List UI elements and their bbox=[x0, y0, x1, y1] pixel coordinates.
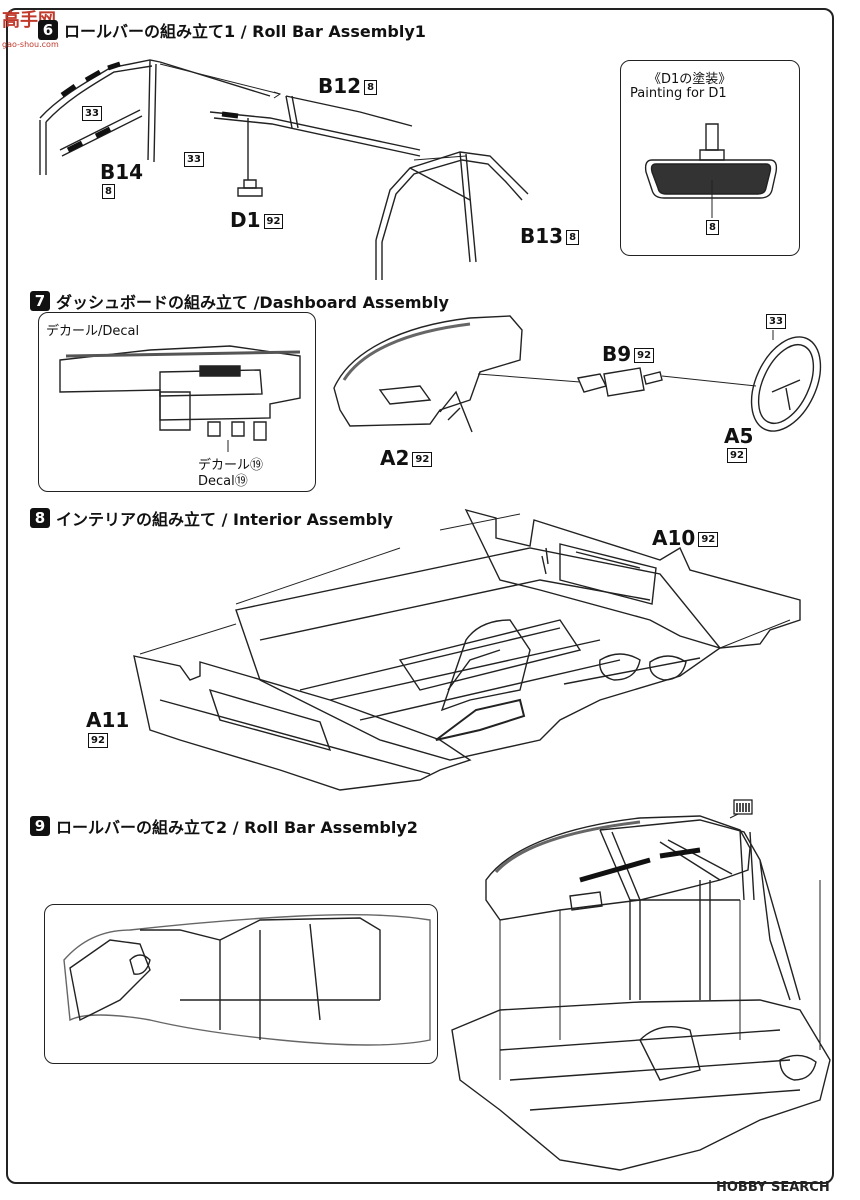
part-b12-code: 8 bbox=[364, 80, 378, 95]
part-a11-name: A11 bbox=[86, 708, 130, 732]
page-frame bbox=[6, 8, 834, 1184]
step6-title: ロールバーの組み立て1 / Roll Bar Assembly1 bbox=[64, 22, 426, 41]
part-a11-label: A11 bbox=[86, 708, 129, 732]
part-a10-code: 92 bbox=[698, 532, 719, 547]
painting-note-en: Painting for D1 bbox=[630, 86, 727, 101]
step8-title: インテリアの組み立て / Interior Assembly bbox=[56, 510, 393, 529]
step8-header: 8 インテリアの組み立て / Interior Assembly bbox=[30, 506, 393, 530]
step9-overview-inset bbox=[44, 904, 438, 1064]
part-b13-code: 8 bbox=[566, 230, 580, 245]
painting-note-jp: 《D1の塗装》 bbox=[648, 72, 732, 87]
part-a5-name: A5 bbox=[724, 424, 754, 448]
decal-note-jp: デカール⑲ bbox=[198, 458, 264, 473]
part-b12-name: B12 bbox=[318, 74, 362, 98]
painting-inset bbox=[620, 60, 800, 256]
footer-logo-text: HOBBY SEARCH bbox=[716, 1180, 830, 1195]
part-a10-name: A10 bbox=[652, 526, 696, 550]
part-a5-label: A5 bbox=[724, 424, 753, 448]
step6-number: 6 bbox=[38, 20, 58, 40]
color-code-33-a: 33 bbox=[82, 106, 102, 121]
part-b14-code: 8 bbox=[102, 184, 115, 199]
step6-header: 6 ロールバーの組み立て1 / Roll Bar Assembly1 bbox=[38, 18, 426, 42]
part-a2-code: 92 bbox=[412, 452, 433, 467]
step7-number: 7 bbox=[30, 291, 50, 311]
footer-logo: HOBBY SEARCH bbox=[716, 1180, 830, 1195]
part-b9-code: 92 bbox=[634, 348, 655, 363]
part-d1-code: 92 bbox=[263, 214, 284, 229]
step7-header: 7 ダッシュボードの組み立て /Dashboard Assembly bbox=[30, 289, 449, 313]
part-b14-label: B14 bbox=[100, 160, 143, 184]
color-code-8-painting: 8 bbox=[706, 220, 719, 235]
part-d1-name: D1 bbox=[230, 208, 261, 232]
step9-title: ロールバーの組み立て2 / Roll Bar Assembly2 bbox=[56, 818, 418, 837]
decal-inset-title: デカール/Decal bbox=[46, 324, 140, 339]
part-b9-name: B9 bbox=[602, 342, 632, 366]
color-code-33-steering: 33 bbox=[766, 314, 786, 329]
step7-title: ダッシュボードの組み立て /Dashboard Assembly bbox=[56, 293, 449, 312]
part-a2-name: A2 bbox=[380, 446, 410, 470]
decal-inset bbox=[38, 312, 316, 492]
step9-number: 9 bbox=[30, 816, 50, 836]
watermark-logo-subtext: gao-shou.com bbox=[2, 40, 59, 49]
part-a11-code: 92 bbox=[88, 733, 108, 748]
decal-note-en: Decal⑲ bbox=[198, 474, 248, 489]
part-a5-code: 92 bbox=[727, 448, 747, 463]
part-b14-name: B14 bbox=[100, 160, 144, 184]
step8-number: 8 bbox=[30, 508, 50, 528]
color-code-33-b: 33 bbox=[184, 152, 204, 167]
step9-header: 9 ロールバーの組み立て2 / Roll Bar Assembly2 bbox=[30, 814, 418, 838]
part-b13-name: B13 bbox=[520, 224, 564, 248]
